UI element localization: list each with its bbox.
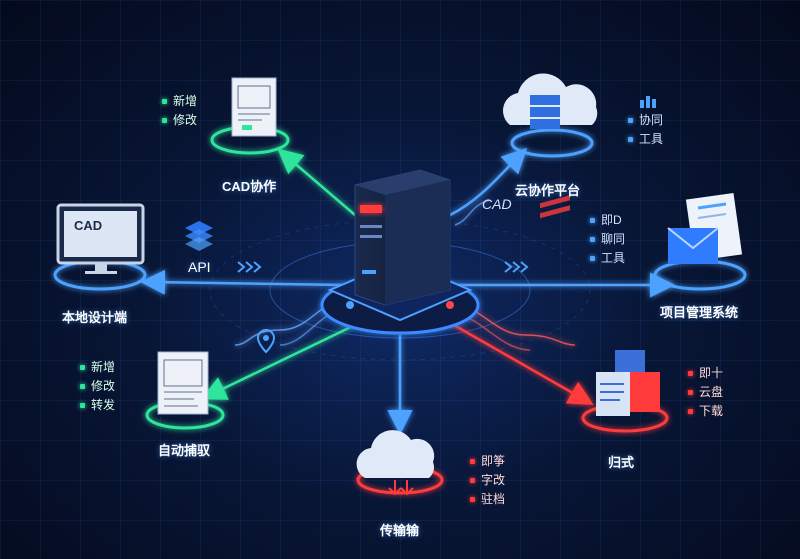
bullet-icon: [590, 256, 595, 261]
api-stack-icon: [185, 221, 213, 251]
bullet-icon: [688, 409, 693, 414]
bullet-icon: [470, 478, 475, 483]
bullet-icon: [590, 218, 595, 223]
bullet-icon: [688, 371, 693, 376]
archive-documents-icon: [596, 350, 660, 416]
link-archive: [444, 318, 594, 405]
tag-item: 协同: [628, 111, 663, 130]
tags-transfer: 即筝 字改 驻档: [470, 452, 505, 509]
chart-icon: [640, 96, 656, 108]
tag-item: 驻档: [470, 490, 505, 509]
cad-link-label: CAD: [482, 196, 512, 212]
cloud-server-icon: [502, 73, 598, 129]
node-label-cloud: 云协作平台: [515, 183, 581, 198]
bullet-icon: [470, 459, 475, 464]
tag-item: 转发: [80, 396, 115, 415]
monitor-icon: [56, 203, 145, 274]
tag-item: 工具: [628, 130, 663, 149]
bullet-icon: [80, 365, 85, 370]
tag-item: 工具: [590, 249, 625, 268]
bullet-icon: [80, 403, 85, 408]
node-ring-project: [653, 259, 747, 291]
node-label-cad: CAD协作: [222, 179, 277, 194]
tags-cloud: 协同 工具: [628, 111, 663, 149]
transfer-cloud-icon: [356, 430, 435, 496]
auto-document-icon: [157, 351, 209, 415]
link-auto: [200, 323, 356, 400]
bullet-icon: [470, 497, 475, 502]
node-label-archive: 归式: [608, 455, 635, 470]
tag-item: 聊同: [590, 230, 625, 249]
cad-document-icon: [231, 77, 277, 137]
tag-item: 云盘: [688, 383, 723, 402]
tag-item: 新增: [80, 358, 115, 377]
orbit-ring: [209, 219, 591, 361]
bullet-icon: [162, 99, 167, 104]
tag-item: 即十: [688, 364, 723, 383]
tags-cad: 新增 修改: [162, 92, 197, 130]
data-stream: [454, 199, 491, 226]
bullet-icon: [688, 390, 693, 395]
server-icon: [354, 169, 451, 306]
monitor-screen-text: CAD: [74, 218, 103, 233]
tag-item: 修改: [162, 111, 197, 130]
tags-archive: 即十 云盘 下载: [688, 364, 723, 421]
node-label-auto: 自动捕驭: [158, 443, 211, 458]
api-label: API: [188, 259, 211, 275]
bullet-icon: [162, 118, 167, 123]
mail-document-icon: [667, 192, 743, 264]
tag-item: 下载: [688, 402, 723, 421]
tag-item: 即D: [590, 211, 625, 230]
red-signal-icon: [540, 195, 570, 219]
node-label-project: 项目管理系统: [660, 305, 739, 320]
link-cloud: [449, 147, 528, 217]
tag-item: 即筝: [470, 452, 505, 471]
tag-item: 修改: [80, 377, 115, 396]
tag-item: 新增: [162, 92, 197, 111]
tag-item: 字改: [470, 471, 505, 490]
bullet-icon: [628, 118, 633, 123]
tags-auto: 新增 修改 转发: [80, 358, 115, 415]
bullet-icon: [590, 237, 595, 242]
node-ring-cloud: [510, 128, 594, 158]
flow-chevrons: [237, 261, 529, 273]
node-label-transfer: 传输输: [380, 523, 420, 538]
location-pin-icon: [256, 329, 276, 354]
node-label-local: 本地设计端: [62, 310, 128, 325]
tags-project: 即D 聊同 工具: [590, 211, 625, 268]
bullet-icon: [80, 384, 85, 389]
bullet-icon: [628, 137, 633, 142]
link-local: [140, 269, 346, 295]
link-cad: [277, 148, 356, 216]
